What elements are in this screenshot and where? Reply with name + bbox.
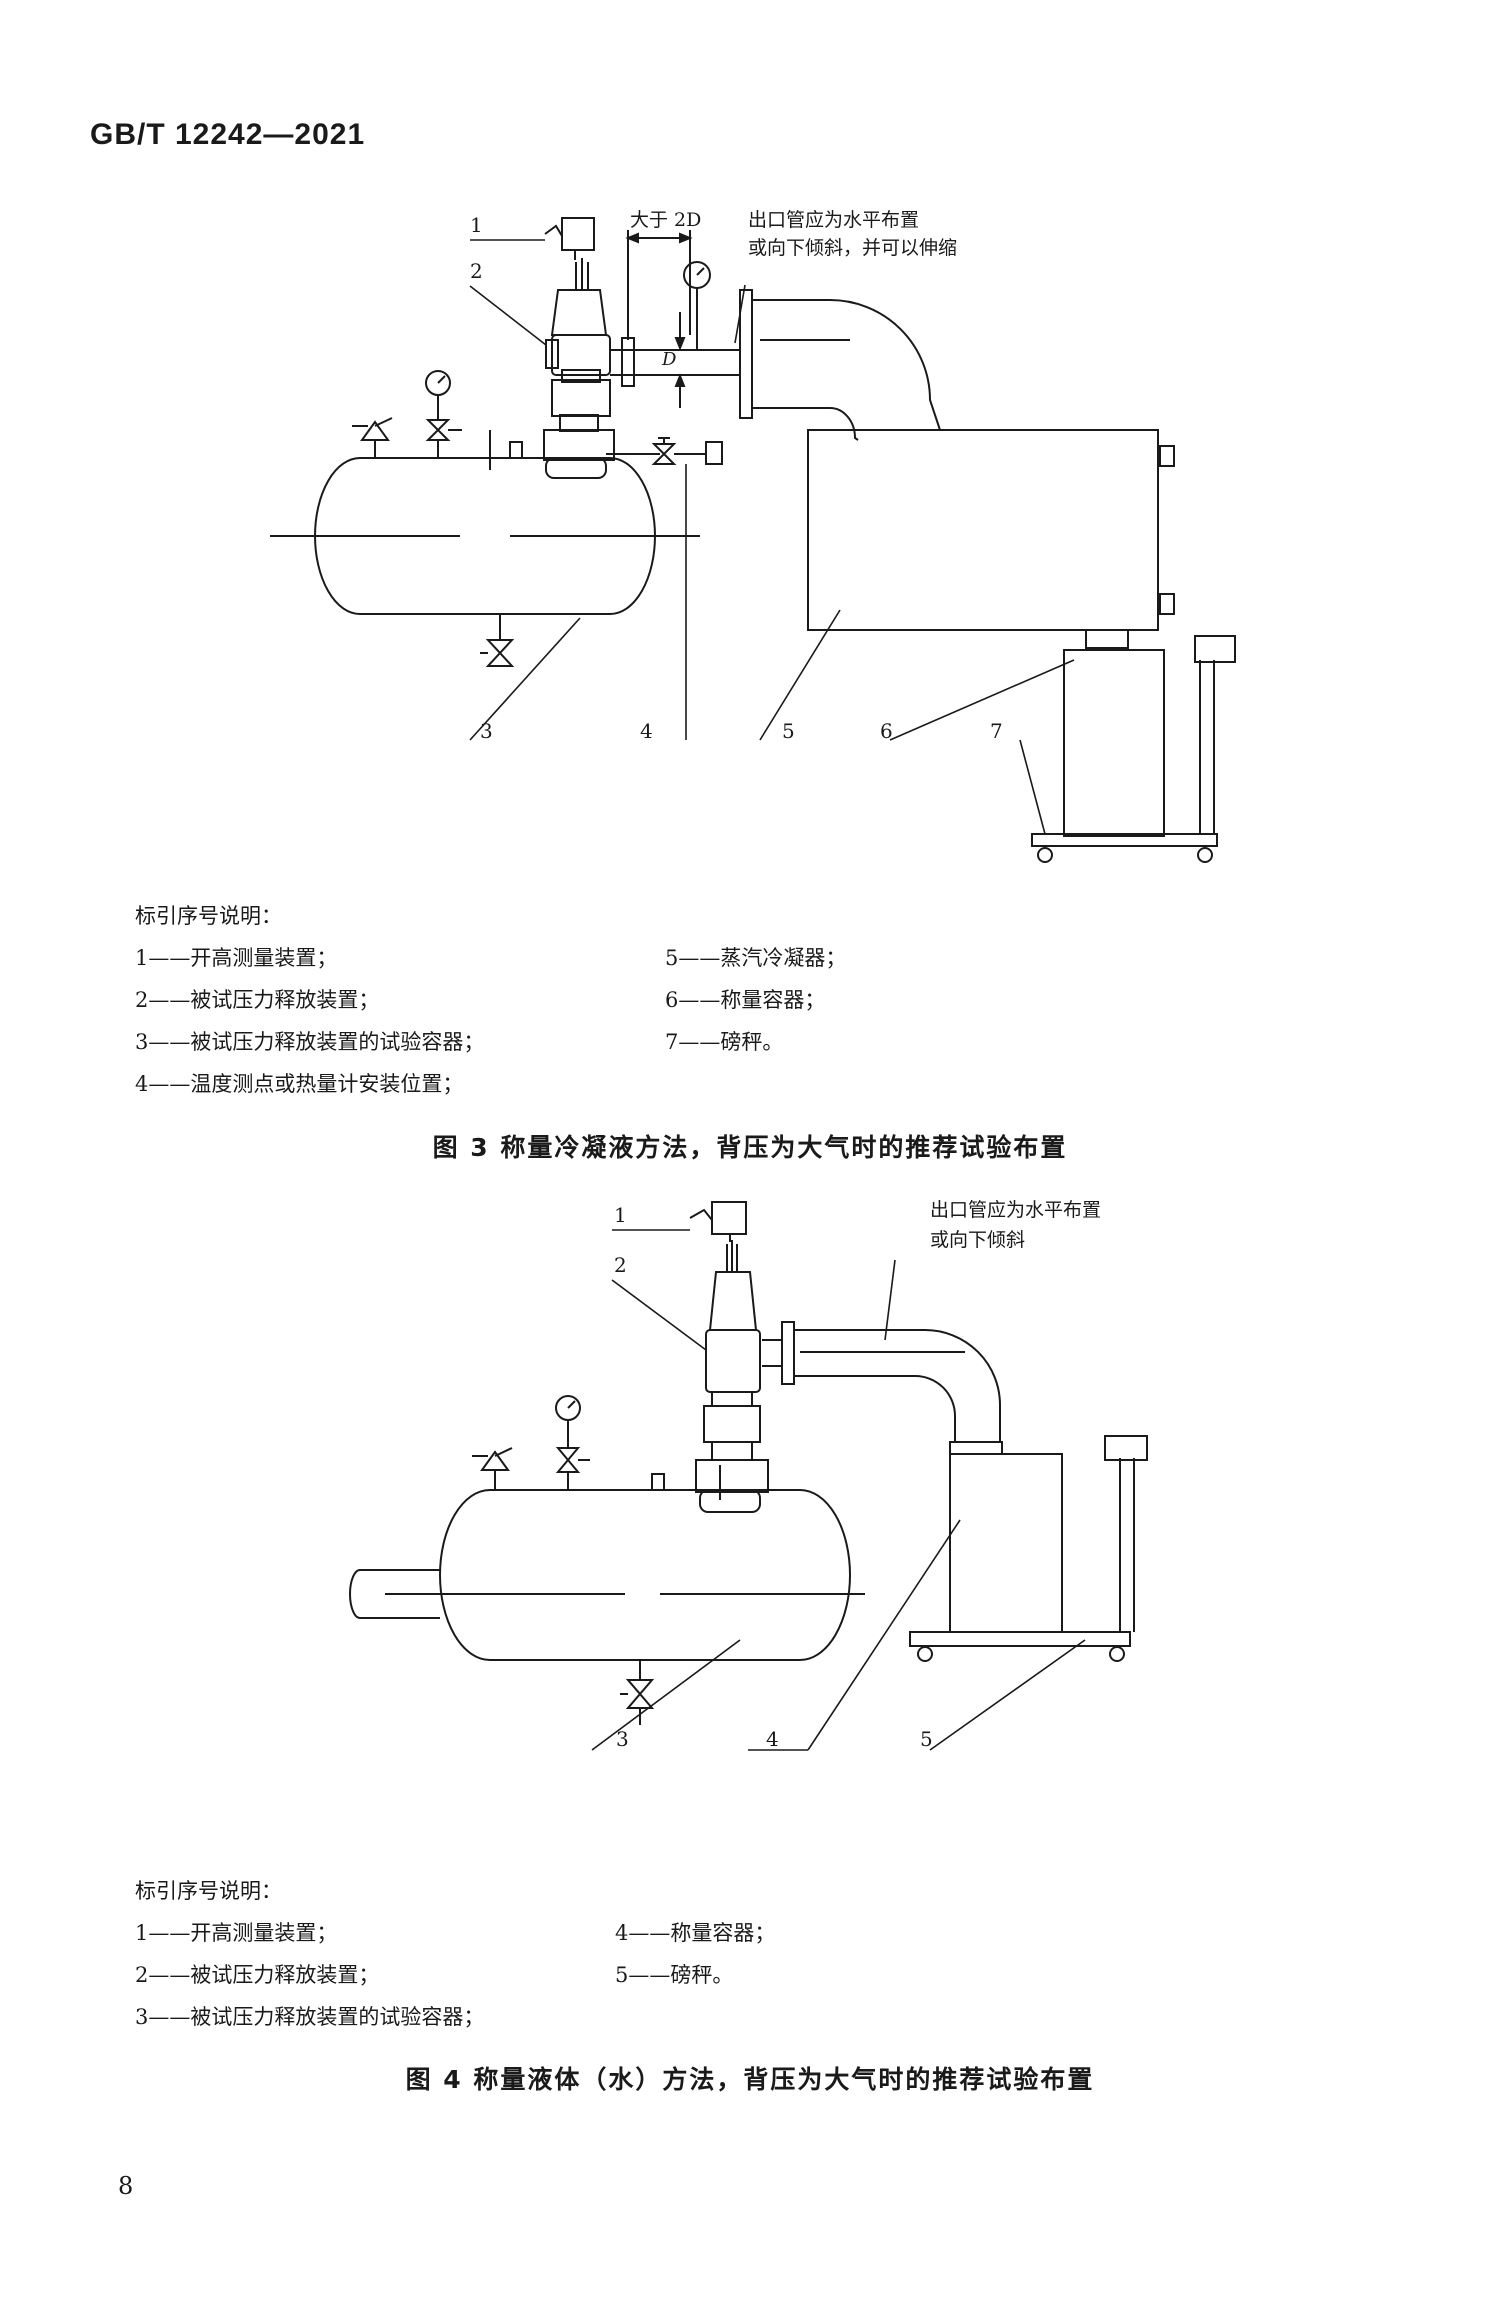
- legend-item: 7——磅秤。: [665, 1030, 784, 1054]
- annotation-d: D: [661, 349, 677, 370]
- lift-measuring-device: [689, 1201, 747, 1242]
- marker-6: 6: [880, 719, 893, 743]
- drain-valve: [620, 1660, 655, 1725]
- marker-4: 4: [766, 1727, 779, 1751]
- platform-scale: [909, 1435, 1148, 1662]
- outlet-pipe: [762, 1321, 1003, 1455]
- legend-item: 5——磅秤。: [615, 1963, 734, 1987]
- outlet-pressure-gauge: [683, 261, 711, 350]
- drain-valve: [480, 614, 515, 667]
- marker-1: 1: [614, 1203, 627, 1227]
- legend-item: 4——称量容器；: [615, 1921, 776, 1945]
- figure-3-leaders: [469, 239, 1075, 835]
- marker-1: 1: [470, 213, 483, 237]
- legend-item: 1——开高测量装置；: [135, 1921, 338, 1945]
- marker-2: 2: [470, 259, 483, 283]
- dimension-d: [674, 312, 686, 408]
- steam-condenser: [807, 429, 1175, 649]
- figure-3-legend: 标引序号说明： 1——开高测量装置； 2——被试压力释放装置； 3——被试压力释…: [135, 895, 1235, 1096]
- legend-item: 2——被试压力释放装置；: [135, 988, 380, 1012]
- marker-5: 5: [782, 719, 795, 743]
- standard-number: GB/T 12242—2021: [90, 118, 366, 151]
- legend-item: 1——开高测量装置；: [135, 946, 338, 970]
- figure-4-diagram: 1 2 3 4 5 出口管应为水平布置 或向下倾斜: [349, 1199, 1148, 1751]
- legend-item: 5——蒸汽冷凝器；: [665, 946, 847, 970]
- pressure-gauge-valve: [555, 1395, 590, 1490]
- temperature-point: [606, 437, 723, 465]
- test-vessel: [385, 1465, 865, 1661]
- small-relief-valve: [352, 417, 393, 458]
- platform-scale: [1031, 635, 1236, 863]
- legend-title: 标引序号说明：: [135, 1879, 282, 1903]
- weighing-container: [949, 1453, 1063, 1633]
- legend-item: 2——被试压力释放装置；: [135, 1963, 380, 1987]
- relief-valve-under-test: [695, 1240, 769, 1513]
- marker-2: 2: [614, 1253, 627, 1277]
- dimension-2d: [625, 230, 693, 340]
- marker-7: 7: [990, 719, 1003, 743]
- outlet-note-line2: 或向下倾斜: [930, 1229, 1025, 1251]
- relief-valve-under-test: [543, 258, 615, 479]
- inlet-pipe: [349, 1569, 440, 1619]
- figure-4-caption: 图 4 称量液体（水）方法，背压为大气时的推荐试验布置: [405, 2065, 1095, 2094]
- legend-title: 标引序号说明：: [135, 904, 282, 928]
- figure-3-diagram: 1 2 3 4 5 6 7 大于 2D D 出口管应为水平布置 或向下倾斜，并可…: [270, 209, 1236, 863]
- legend-item: 4——温度测点或热量计安装位置；: [135, 1072, 464, 1096]
- page-number: 8: [118, 2172, 134, 2200]
- outlet-note-line1: 出口管应为水平布置: [930, 1199, 1101, 1221]
- annotation-distance: 大于 2D: [630, 209, 701, 231]
- marker-3: 3: [480, 719, 493, 743]
- pressure-gauge-valve: [425, 370, 462, 458]
- weighing-container: [1063, 649, 1165, 837]
- legend-item: 3——被试压力释放装置的试验容器；: [135, 1030, 485, 1054]
- small-relief-valve: [472, 1447, 513, 1490]
- marker-5: 5: [920, 1727, 933, 1751]
- test-vessel: [270, 430, 700, 615]
- outlet-note-line2: 或向下倾斜，并可以伸缩: [748, 237, 957, 259]
- figure-4-legend: 标引序号说明： 1——开高测量装置； 2——被试压力释放装置； 3——被试压力释…: [135, 1870, 1235, 2040]
- legend-item: 3——被试压力释放装置的试验容器；: [135, 2005, 485, 2029]
- lift-measuring-device: [544, 217, 595, 260]
- marker-3: 3: [616, 1727, 629, 1751]
- figure-3-caption: 图 3 称量冷凝液方法，背压为大气时的推荐试验布置: [432, 1133, 1068, 1162]
- legend-item: 6——称量容器；: [665, 988, 826, 1012]
- outlet-pipe: [610, 289, 941, 441]
- outlet-note-line1: 出口管应为水平布置: [748, 209, 919, 231]
- figure-4-leaders: [591, 1229, 1086, 1751]
- marker-4: 4: [640, 719, 653, 743]
